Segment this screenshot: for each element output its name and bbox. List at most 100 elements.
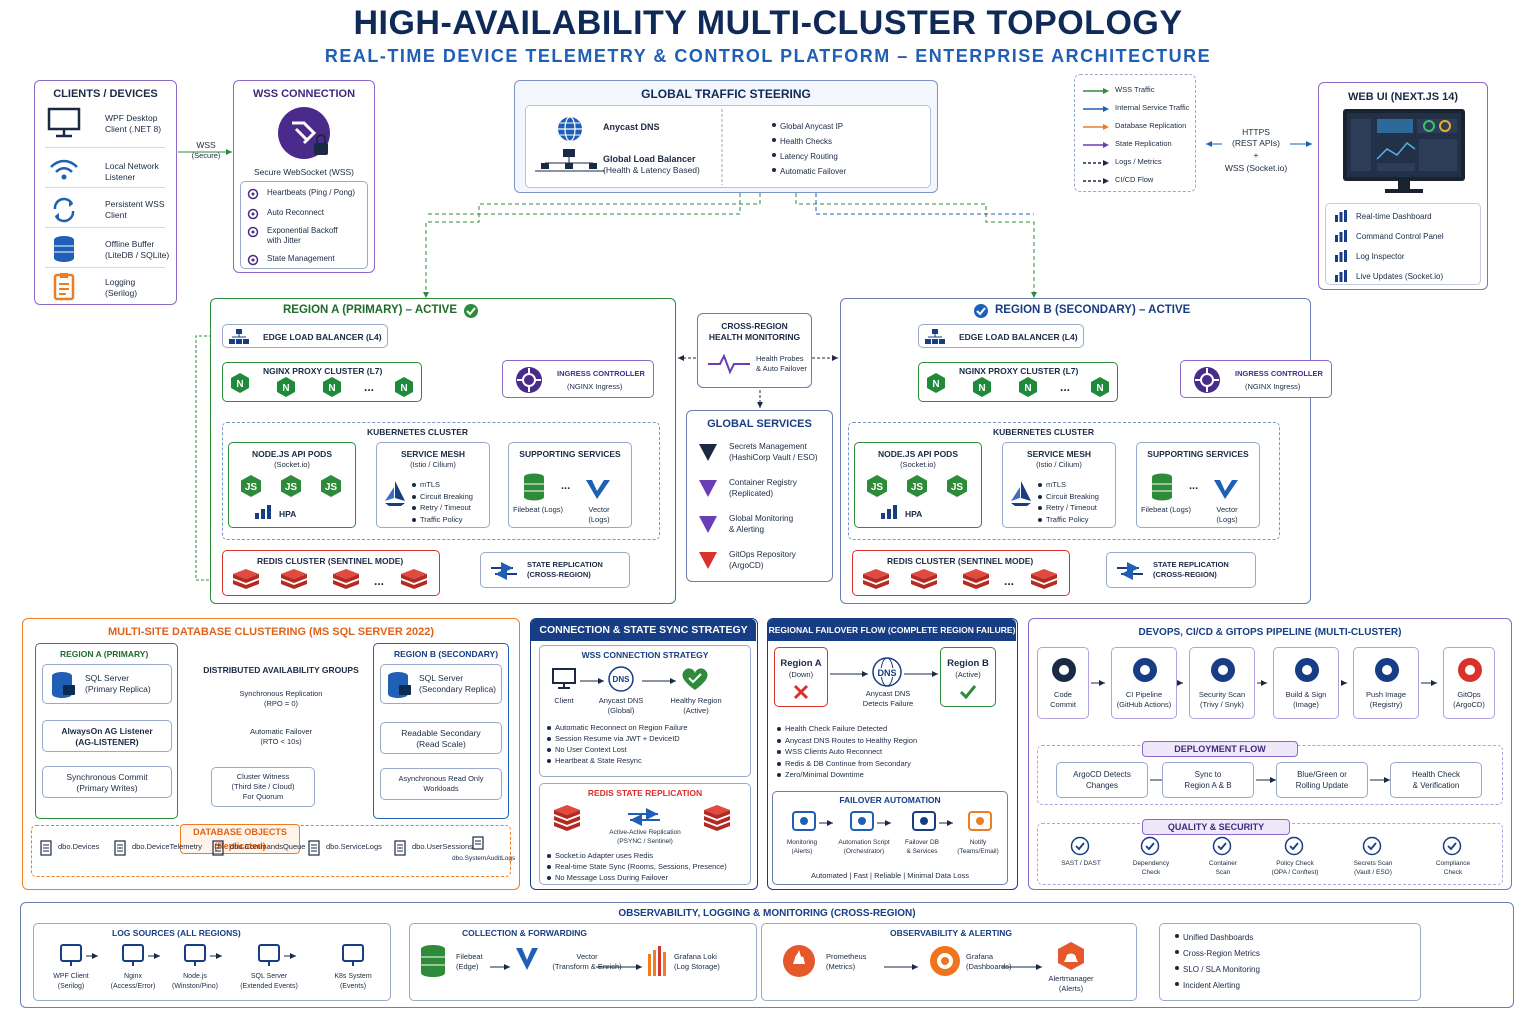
support-label: SUPPORTING SERVICES [1147,449,1249,459]
deploy-step: ArgoCD Detects Changes [1056,762,1148,798]
mesh-feature: Retry / Timeout [411,502,473,514]
legend-label: Logs / Metrics [1115,157,1162,166]
deploy-step: Sync to Region A & B [1162,762,1254,798]
k8s-icon [342,944,364,966]
failover-region-a-label: Region A [780,658,822,669]
ingress-label: INGRESS CONTROLLER [1235,369,1323,378]
document-icon [114,840,126,856]
log-source-label: K8s System (Events) [334,973,372,990]
db-b-sql: SQL Server (Secondary Replica) [380,664,502,704]
node-sub: (Socket.io) [274,460,310,469]
failover-step-arrow [819,820,833,826]
devops-step: Security Scan (Trivy / Snyk) [1189,647,1255,719]
client-divider [45,147,165,148]
check-shield-icon [1362,836,1382,856]
monitoring-icon [699,516,717,533]
mesh-features: mTLS Circuit Breaking Retry / Timeout Tr… [411,479,473,525]
cross-region-health-panel: CROSS-REGION HEALTH MONITORING Health Pr… [697,313,812,388]
mesh-feature: mTLS [1037,479,1099,491]
wpf-client-icon [60,944,82,966]
global-services-title: GLOBAL SERVICES [707,418,812,430]
nginx-label: NGINX PROXY CLUSTER (L7) [959,366,1079,376]
web-ui-feature-label: Command Control Panel [1356,232,1444,241]
client-divider [45,267,165,268]
nodejs-pod-icon: JS [867,475,887,497]
devops-step: GitOps (ArgoCD) [1443,647,1495,719]
check-circle-icon [464,304,478,318]
gts-bullet: Latency Routing [771,149,846,164]
observability-bullet: Unified Dashboards [1174,930,1260,946]
observability-panel: OBSERVABILITY, LOGGING & MONITORING (CRO… [20,902,1514,1008]
registry-icon [1375,658,1399,682]
prometheus-icon [783,945,815,977]
svg-text:JS: JS [325,482,338,493]
sync-title: CONNECTION & STATE SYNC STRATEGY [531,619,756,641]
failover-title: REGIONAL FAILOVER FLOW (COMPLETE REGION … [768,619,1016,641]
state-replication-label: STATE REPLICATION (CROSS-REGION) [527,560,603,579]
alerting-title: OBSERVABILITY & ALERTING [890,928,1013,938]
wss-feature-label: Heartbeats (Ping / Pong) [267,188,356,197]
service-mesh: SERVICE MESH (Istio / Cilium) mTLS Circu… [1002,442,1116,528]
redis-icon [333,569,359,589]
mesh-feature: mTLS [411,479,473,491]
db-a-sql: SQL Server (Primary Replica) [42,664,172,704]
sync-icon [53,197,75,223]
db-object-label: dbo.Devices [58,842,100,851]
hpa-chart-icon [255,505,271,519]
wifi-icon [50,159,78,180]
client-item-label: Local Network Listener [105,161,159,182]
https-sub: (REST APIs) [1231,138,1281,148]
hpa-label: HPA [279,509,297,519]
nginx-icon: N [231,373,249,393]
node-label: NODE.JS API PODS [878,449,958,459]
nodejs-pod-icon: JS [241,475,261,497]
svg-text:JS: JS [911,482,924,493]
db-object-label: dbo.UserSessions [412,842,473,851]
db-b-read-label: Readable Secondary (Read Scale) [401,728,481,749]
healthy-region-label: Healthy Region (Active) [670,696,722,715]
healthy-heart-icon [682,668,708,690]
legend-line [1083,178,1109,184]
devops-arrow [1257,680,1267,686]
failover-dns-label: Anycast DNS Detects Failure [862,689,914,708]
legend-label: CI/CD Flow [1115,175,1154,184]
crh-title: CROSS-REGION HEALTH MONITORING [708,321,801,342]
db-b-async-label: Asynchronous Read Only Workloads [398,774,484,793]
svg-text:N: N [236,379,243,390]
legend-line [1083,124,1109,130]
alertmanager-icon [1058,942,1084,970]
nginx-icon [122,944,144,966]
wss-feature-label: Exponential Backoff with Jitter [267,226,338,245]
db-a-commit-label: Synchronous Commit (Primary Writes) [66,772,148,793]
log-source-arrow [148,953,160,959]
sql-server-icon [52,672,75,698]
k8s-label: KUBERNETES CLUSTER [367,427,469,437]
sync-arrows-icon [628,808,660,826]
deploy-step-label: ArgoCD Detects Changes [1073,770,1131,790]
redis-label: REDIS CLUSTER (SENTINEL MODE) [887,556,1034,566]
wss-strategy: WSS CONNECTION STRATEGY DNS Client Anyca… [539,645,751,777]
legend-line [1083,88,1109,94]
crh-sub: Health Probes & Auto Failover [756,354,807,373]
web-ui-features: Real-time Dashboard Command Control Pane… [1325,203,1481,285]
log-source-label: Nginx (Access/Error) [110,973,156,990]
devops-arrow [1421,680,1437,686]
desktop-monitor-icon [47,107,81,138]
cluster-witness: Cluster Witness (Third Site / Cloud) For… [211,767,315,807]
failover-bullet: Redis & DB Continue from Secondary [776,758,917,770]
filebeat-label: Filebeat (Logs) [1141,505,1192,514]
global-traffic-steering-panel: GLOBAL TRAFFIC STEERING Anycast DNS Glob… [514,80,938,193]
failover-panel: REGIONAL FAILOVER FLOW (COMPLETE REGION … [767,618,1018,890]
devops-step-label: Code Commit [1050,690,1076,709]
client-divider [45,227,165,228]
devops-step-label: Security Scan (Trivy / Snyk) [1198,690,1246,709]
vector-label: Vector (Logs) [588,505,610,524]
sql-server-icon [258,944,280,966]
log-source-label: SQL Server (Extended Events) [240,973,298,990]
check-shield-icon [1212,836,1232,856]
mesh-feature: Traffic Policy [1037,514,1099,526]
quality-check-label: Policy Check (OPA / Conftest) [1271,860,1319,876]
legend-line [1083,160,1109,166]
secure-websocket-label: Secure WebSocket (WSS) [254,167,354,177]
